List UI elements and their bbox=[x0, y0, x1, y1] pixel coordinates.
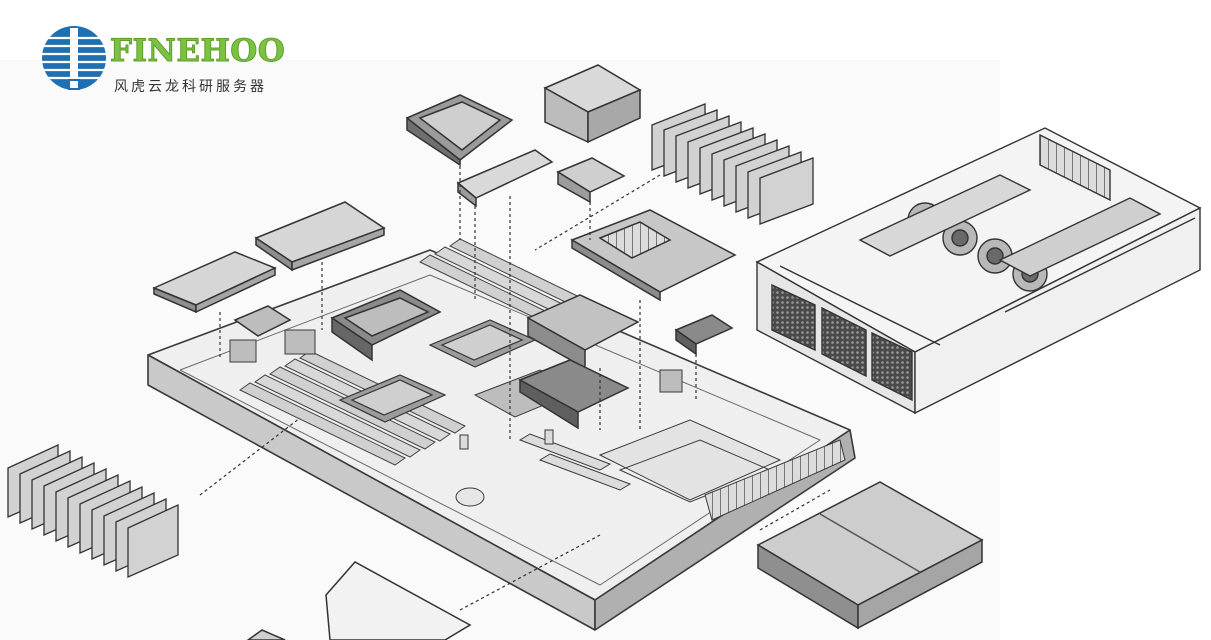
power-module bbox=[456, 149, 554, 208]
air-duct-mid bbox=[330, 289, 442, 362]
cover-block bbox=[543, 64, 642, 144]
globe-logo-icon bbox=[42, 26, 106, 90]
logo-subtitle: 风虎云龙科研服务器 bbox=[114, 79, 267, 95]
drive-cage bbox=[756, 481, 984, 630]
assembled-server bbox=[755, 127, 1202, 415]
top-cover-partial bbox=[246, 561, 472, 640]
logo-wordmark: FINEHOO bbox=[109, 33, 286, 69]
assembly-guide-lines bbox=[199, 160, 831, 611]
small-bracket bbox=[674, 314, 734, 356]
dimm-stack-left bbox=[7, 443, 179, 578]
board-cover-right bbox=[254, 201, 386, 272]
pcie-card bbox=[233, 305, 292, 337]
riser-board bbox=[570, 209, 737, 302]
air-duct-top bbox=[405, 94, 514, 167]
cpu-heatsink-cover bbox=[518, 359, 630, 430]
board-details bbox=[229, 329, 846, 521]
board-cover-left bbox=[152, 251, 277, 314]
cpu-sockets bbox=[338, 319, 537, 423]
brand-logo: FINEHOO 风虎云龙科研服务器 bbox=[40, 24, 300, 96]
dimm-stack-top bbox=[651, 103, 814, 225]
